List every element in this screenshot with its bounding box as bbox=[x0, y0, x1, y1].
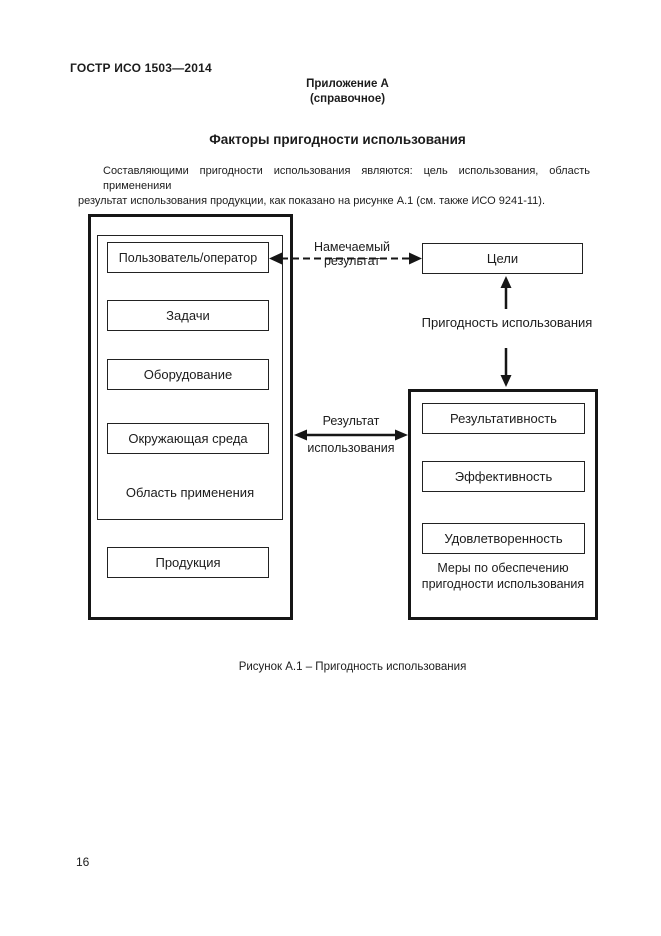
measures-label-line: пригодности использования bbox=[421, 577, 585, 591]
page-number: 16 bbox=[76, 855, 90, 869]
paragraph-line: результат использования продукции, как п… bbox=[78, 195, 546, 207]
usability-arrow bbox=[500, 276, 512, 387]
diagram-node-user-operator: Пользователь/оператор bbox=[107, 242, 269, 273]
figure-caption: Рисунок А.1 – Пригодность использования bbox=[238, 661, 467, 673]
diagram-node-satisfaction: Удовлетворенность bbox=[422, 523, 585, 554]
document-number: ГОСТР ИСО 1503—2014 bbox=[70, 61, 212, 75]
paragraph-line: Составляющими пригодности использования … bbox=[103, 165, 590, 192]
diagram-node-efficiency: Эффективность bbox=[422, 461, 585, 492]
intended-result-label-line: результат bbox=[323, 254, 380, 268]
measures-group-label: Меры по обеспечению пригодности использо… bbox=[406, 560, 600, 592]
usability-label: Пригодность использования bbox=[407, 315, 607, 330]
intended-result-label-line: Намечаемый bbox=[313, 240, 391, 254]
diagram-node-goals: Цели bbox=[422, 243, 583, 274]
intended-result-label: Намечаемый результат bbox=[297, 240, 407, 268]
measures-label-line: Меры по обеспечению bbox=[437, 561, 569, 575]
annex-heading: Приложение А (справочное) bbox=[40, 77, 655, 106]
usage-result-label-line: использования bbox=[307, 441, 395, 455]
usage-result-arrow bbox=[294, 429, 408, 441]
diagram-node-effectiveness: Результативность bbox=[422, 403, 585, 434]
annex-subtitle: (справочное) bbox=[309, 92, 386, 105]
section-title: Факторы пригодности использования bbox=[209, 132, 466, 147]
annex-title: Приложение А bbox=[306, 78, 389, 90]
diagram-node-tasks: Задачи bbox=[107, 300, 269, 331]
diagram-node-equipment: Оборудование bbox=[107, 359, 269, 390]
diagram-node-environment: Окружающая среда bbox=[107, 423, 269, 454]
body-paragraph: Составляющими пригодности использования … bbox=[78, 164, 590, 209]
context-group-label: Область применения bbox=[125, 485, 255, 500]
diagram-node-product: Продукция bbox=[107, 547, 269, 578]
usage-result-label-line: Результат bbox=[322, 414, 380, 428]
